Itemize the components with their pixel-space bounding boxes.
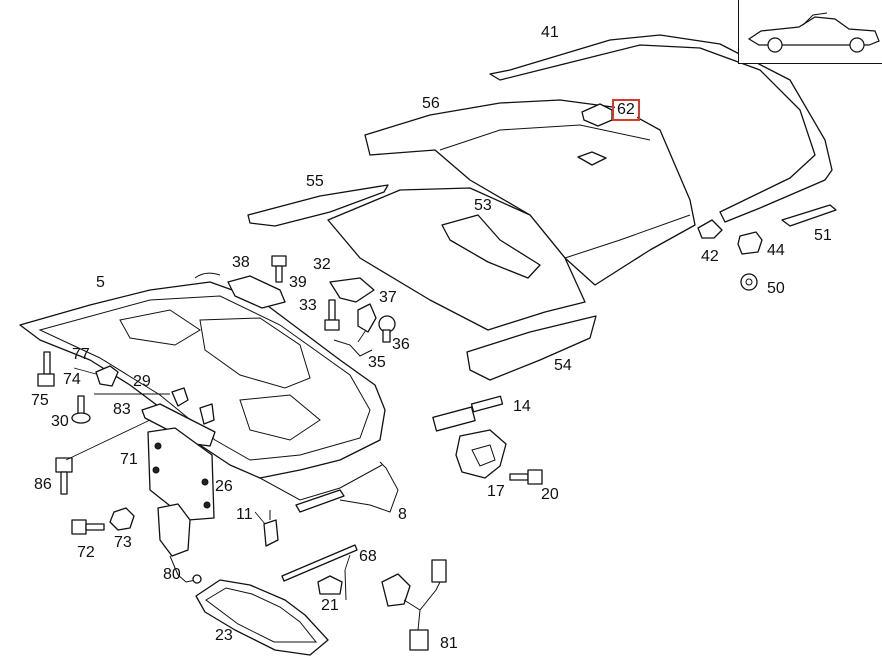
part-54-panel — [466, 315, 597, 381]
part-51-strip — [781, 204, 837, 227]
callout-42: 42 — [701, 248, 719, 265]
callout-55: 55 — [306, 173, 324, 190]
callout-36: 36 — [392, 336, 410, 353]
callout-71: 71 — [120, 451, 138, 468]
callout-14: 14 — [513, 398, 531, 415]
part-roof-slot — [577, 151, 607, 166]
callout-26: 26 — [215, 478, 233, 495]
callout-23: 23 — [215, 627, 233, 644]
callout-30: 30 — [51, 413, 69, 430]
part-38-hinge — [227, 275, 286, 309]
part-29-clip — [171, 387, 189, 407]
part-20-bolt-head — [527, 469, 543, 485]
part-37-clip — [357, 303, 377, 333]
convertible-car-icon — [747, 12, 880, 53]
part-74-bolt-shank — [43, 351, 51, 375]
callout-81: 81 — [440, 635, 458, 652]
part-23-gasket — [195, 579, 329, 656]
part-14-strut-rod — [470, 395, 504, 413]
callout-50: 50 — [767, 280, 785, 297]
part-44-bracket — [737, 231, 763, 255]
callout-29: 29 — [133, 373, 151, 390]
part-81-lock-motor — [381, 573, 411, 607]
part-72-bolt-head — [71, 519, 87, 535]
callout-38: 38 — [232, 254, 250, 271]
part-86-bolt-head — [55, 457, 73, 473]
callout-72: 72 — [77, 544, 95, 561]
part-80-lock — [157, 503, 191, 557]
part-39-bolt-head — [271, 255, 287, 267]
part-26-bracket — [199, 403, 215, 425]
part-86-bolt-shank — [60, 471, 68, 495]
callout-17: 17 — [487, 483, 505, 500]
part-39-bolt-shank — [275, 265, 283, 283]
part-71-plate — [147, 427, 215, 521]
part-56-roof-panel — [364, 99, 696, 286]
callout-51: 51 — [814, 227, 832, 244]
callout-41: 41 — [541, 24, 559, 41]
part-73-nut — [109, 507, 135, 531]
part-50-nut — [740, 273, 758, 291]
part-17-bracket — [455, 429, 507, 479]
part-77-clip — [95, 365, 119, 387]
callout-35: 35 — [368, 354, 386, 371]
part-62-clip — [581, 103, 613, 127]
callout-44: 44 — [767, 242, 785, 259]
part-41-roof-seal — [489, 34, 833, 223]
callout-21: 21 — [321, 597, 339, 614]
callout-68: 68 — [359, 548, 377, 565]
callout-62-highlighted[interactable]: 62 — [612, 99, 640, 121]
part-75-bolt-head — [37, 373, 55, 387]
callout-39: 39 — [289, 274, 307, 291]
callout-73: 73 — [114, 534, 132, 551]
callout-20: 20 — [541, 486, 559, 503]
callout-8: 8 — [398, 506, 407, 523]
part-81-connector — [431, 559, 447, 583]
callout-5: 5 — [96, 274, 105, 291]
callout-86: 86 — [34, 476, 52, 493]
callout-54: 54 — [554, 357, 572, 374]
part-53-cutout — [441, 214, 541, 279]
callout-80: 80 — [163, 566, 181, 583]
part-33-bolt-shank — [328, 299, 336, 321]
part-81-plug — [409, 629, 429, 651]
part-53-panel — [327, 187, 586, 331]
vehicle-inset — [738, 0, 882, 64]
callout-77: 77 — [72, 346, 90, 363]
callout-83: 83 — [113, 401, 131, 418]
part-35-wire — [333, 339, 373, 357]
callout-33: 33 — [299, 297, 317, 314]
part-72-bolt-shank — [85, 523, 105, 531]
part-20-bolt-shank — [509, 473, 529, 481]
part-68-strip — [281, 544, 358, 582]
part-32-bracket — [329, 277, 375, 303]
part-30-screw-head — [71, 412, 91, 424]
part-21-cap — [317, 575, 343, 595]
callout-11: 11 — [236, 506, 253, 523]
callout-56: 56 — [422, 95, 440, 112]
part-11-clip — [263, 519, 279, 547]
callout-37: 37 — [379, 289, 397, 306]
part-14-strut-body — [432, 406, 476, 432]
part-55-strip — [247, 184, 389, 227]
callout-74: 74 — [63, 371, 81, 388]
part-8-cable — [339, 461, 399, 513]
callout-75: 75 — [31, 392, 49, 409]
callout-32: 32 — [313, 256, 331, 273]
part-81-wiring — [403, 581, 441, 631]
callout-53: 53 — [474, 197, 492, 214]
part-42-clip — [697, 219, 723, 239]
part-30-screw-shank — [77, 395, 85, 415]
part-8-rod — [295, 489, 345, 513]
part-33-bolt-head — [324, 319, 340, 331]
part-83-bracket — [141, 403, 216, 447]
part-5-trunk-lid — [19, 281, 386, 479]
